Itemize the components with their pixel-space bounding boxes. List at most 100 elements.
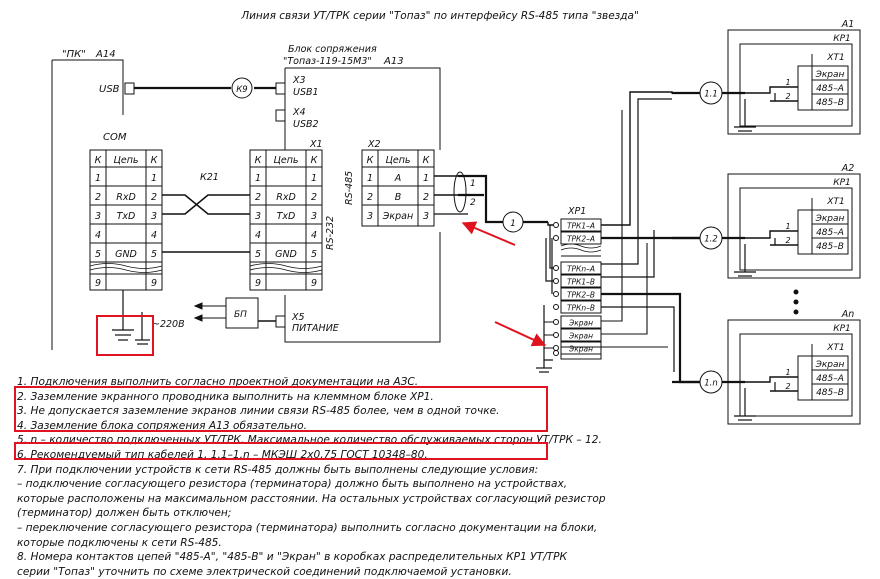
xp1-terminal-label: ТРКn–А bbox=[567, 265, 595, 274]
x1-cell: 1 bbox=[255, 173, 261, 184]
notes-highlight-6 bbox=[14, 442, 548, 460]
com-header: Цепь bbox=[113, 155, 138, 166]
power-220-label: ~220В bbox=[152, 319, 185, 330]
xp1-terminal-screw bbox=[553, 319, 559, 325]
com-cell: RxD bbox=[116, 192, 136, 203]
x2-connector-table bbox=[361, 149, 435, 227]
usb1-label: USB1 bbox=[293, 87, 319, 98]
x2-cell: 1 bbox=[367, 173, 373, 184]
xp1-terminal-screw bbox=[553, 345, 559, 351]
x1-cell: 3 bbox=[255, 211, 261, 222]
terminal-485a-label: 485–А bbox=[816, 374, 844, 384]
x1-cell: TxD bbox=[277, 211, 296, 222]
note-6: 6. Рекомендуемый тип кабелей 1, 1.1–1.n … bbox=[17, 448, 428, 461]
x2-header: К bbox=[423, 155, 431, 166]
x1-cell: GND bbox=[275, 249, 297, 260]
power-label: ПИТАНИЕ bbox=[292, 323, 339, 334]
device-id: An bbox=[841, 309, 855, 320]
x1-cell: 4 bbox=[311, 230, 317, 241]
ground-highlight-box bbox=[96, 315, 154, 356]
usb2-port bbox=[275, 109, 286, 122]
xp1-terminal-label: ТРКn–В bbox=[567, 304, 595, 313]
x2-cell: 1 bbox=[423, 173, 429, 184]
x4-label: X4 bbox=[292, 107, 306, 118]
note-3: 3. Не допускается заземление экранов лин… bbox=[17, 405, 500, 418]
pc-usb-port bbox=[124, 82, 135, 95]
x3-label: X3 bbox=[292, 75, 306, 86]
x1-header: К bbox=[255, 155, 263, 166]
x1-cell: 1 bbox=[311, 173, 317, 184]
x2-cell: А bbox=[394, 173, 402, 184]
note-7e: которые подключены к сети RS-485. bbox=[17, 536, 222, 549]
pc-com-label: COM bbox=[103, 132, 127, 143]
terminal-screen-label: Экран bbox=[815, 214, 845, 224]
adapter-model: "Топаз-119-15М3" bbox=[283, 56, 372, 67]
branch-cables: 1.11.21.n bbox=[601, 81, 745, 394]
adapter-id: A13 bbox=[383, 56, 404, 67]
x1-cell: 4 bbox=[255, 230, 261, 241]
adapter-name: Блок сопряжения bbox=[288, 44, 377, 55]
more-devices-dots bbox=[793, 289, 799, 315]
psu-block bbox=[193, 297, 286, 329]
kp1-label: КР1 bbox=[833, 34, 851, 44]
note-8: 8. Номера контактов цепей "485-А", "485-… bbox=[17, 551, 568, 564]
kp1-label: КР1 bbox=[833, 324, 851, 334]
com-cell: 5 bbox=[95, 249, 101, 260]
xp1-terminal-screw bbox=[553, 235, 559, 241]
com-cell: 5 bbox=[151, 249, 157, 260]
xp1-terminal-screw bbox=[553, 304, 559, 310]
x1-cell: RxD bbox=[276, 192, 296, 203]
psu-label: БП bbox=[234, 310, 247, 320]
terminal-485b-label: 485–В bbox=[816, 388, 844, 398]
pc-id: A14 bbox=[95, 49, 116, 60]
x1-cell: 2 bbox=[255, 192, 261, 203]
xp1-terminal-label: Экран bbox=[568, 345, 593, 354]
terminal-485b-label: 485–В bbox=[816, 98, 844, 108]
terminal-485a-label: 485–А bbox=[816, 228, 844, 238]
com-cell: 1 bbox=[151, 173, 157, 184]
wire-2-label: 2 bbox=[470, 198, 476, 208]
xp1-terminal-label: ТРК1–В bbox=[567, 278, 595, 287]
k21-crossover-cable bbox=[162, 194, 250, 253]
note-7: 7. При подключении устройств к сети RS-4… bbox=[17, 463, 539, 476]
xp1-terminal-screw bbox=[553, 291, 559, 297]
x2-cell: В bbox=[395, 192, 402, 203]
com-cell: GND bbox=[115, 249, 137, 260]
x5-label: X5 bbox=[291, 312, 305, 323]
x1-connector-table bbox=[249, 149, 323, 291]
rs485-trunk-cable bbox=[434, 171, 548, 233]
xp1-terminal-label: Экран bbox=[568, 319, 593, 328]
pin-1-label: 1 bbox=[785, 222, 790, 231]
com-cell: 1 bbox=[95, 173, 101, 184]
com-cell: 9 bbox=[151, 278, 157, 289]
note-7a: – подключение согласующего резистора (те… bbox=[17, 478, 568, 491]
xp1-terminal-label: ТРК1–А bbox=[567, 222, 595, 231]
usb-cable bbox=[134, 77, 276, 99]
xp1-terminal bbox=[560, 328, 602, 342]
com-cell: 9 bbox=[95, 278, 101, 289]
diagram-title: Линия связи УТ/ТРК серии "Топаз" по инте… bbox=[240, 10, 639, 22]
xp1-terminal-label: ТРК2–А bbox=[567, 235, 595, 244]
x1-cell: 5 bbox=[255, 249, 261, 260]
xt1-label: ХТ1 bbox=[826, 53, 844, 63]
device-id: A1 bbox=[841, 19, 855, 30]
wire-1-label: 1 bbox=[470, 179, 476, 189]
note-1: 1. Подключения выполнить согласно проект… bbox=[17, 376, 419, 388]
red-arrow-ground bbox=[494, 321, 547, 347]
x1-cell: 9 bbox=[311, 278, 317, 289]
x2-header: К bbox=[367, 155, 375, 166]
x1-cell: 5 bbox=[311, 249, 317, 260]
x1-label: X1 bbox=[309, 139, 323, 150]
terminal-screen-label: Экран bbox=[815, 360, 845, 370]
xp1-terminal bbox=[560, 315, 602, 329]
rs485-label: RS-485 bbox=[344, 171, 355, 205]
com-header: К bbox=[151, 155, 159, 166]
x1-header: Цепь bbox=[273, 155, 298, 166]
cable-1-label: 1 bbox=[510, 219, 516, 229]
xp1-terminal-screw bbox=[553, 278, 559, 284]
k9-label: К9 bbox=[236, 85, 247, 95]
xp1-terminal bbox=[560, 261, 602, 275]
x2-cell: 3 bbox=[367, 211, 373, 222]
